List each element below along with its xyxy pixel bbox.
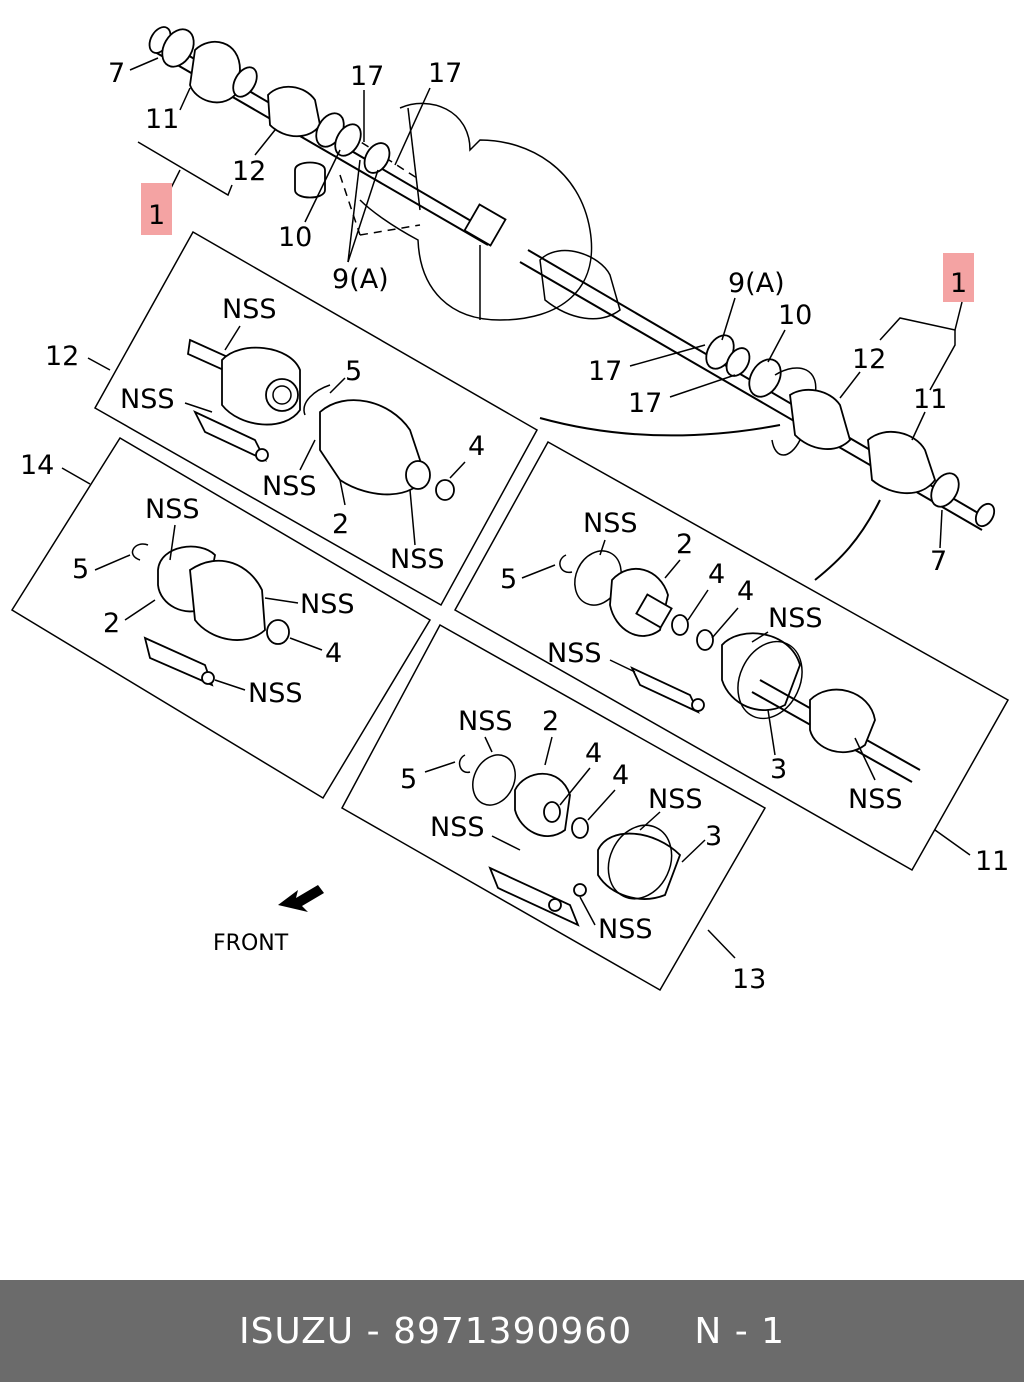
- front-arrow-icon: [278, 885, 324, 912]
- callout-2-box11: 2: [676, 529, 693, 560]
- footer-part-number: 8971390960: [393, 1310, 633, 1352]
- nss-bolt-box14: NSS: [248, 678, 302, 709]
- nss-top-box14: NSS: [145, 494, 199, 525]
- callout-12-box: 12: [45, 341, 79, 372]
- nss-boot-box13: NSS: [648, 784, 702, 815]
- callout-4-box12: 4: [468, 431, 485, 462]
- callout-9a-right: 9(A): [728, 268, 785, 299]
- callout-17-d: 17: [628, 388, 662, 419]
- callout-5-box12: 5: [345, 356, 362, 387]
- callout-13-box: 13: [732, 964, 766, 995]
- callout-3-box13: 3: [705, 821, 722, 852]
- callout-11-right: 11: [913, 384, 947, 415]
- callout-3-box11: 3: [770, 754, 787, 785]
- callout-17-c: 17: [588, 356, 622, 387]
- callout-4-box14: 4: [325, 638, 342, 669]
- differential-housing: [339, 102, 593, 321]
- callout-11-left: 11: [145, 104, 179, 135]
- kit-box-14: 14 NSS 5 NSS 2 4 NSS: [10, 436, 432, 800]
- nss-grease-label: NSS: [120, 384, 174, 415]
- callout-10-right: 10: [778, 300, 812, 331]
- front-label: FRONT: [213, 931, 289, 956]
- nss-bolt-box13: NSS: [598, 914, 652, 945]
- callout-2-box14: 2: [103, 608, 120, 639]
- kit-box-11: 11 NSS 5 2 4 4 NSS NSS 3 NSS: [453, 440, 1009, 877]
- callout-7-top: 7: [108, 58, 125, 89]
- callout-5-box11: 5: [500, 564, 517, 595]
- nss-boot-box14: NSS: [300, 589, 354, 620]
- callout-5-box14: 5: [72, 554, 89, 585]
- callout-9a-left: 9(A): [332, 264, 389, 295]
- kit-box-12: 12 NSS NSS 5 NSS 2 4 NSS: [45, 230, 539, 607]
- callout-12-right: 12: [852, 344, 886, 375]
- callout-2-box12: 2: [332, 509, 349, 540]
- callout-17-a: 17: [350, 61, 384, 92]
- nss-grease-box11: NSS: [547, 638, 601, 669]
- nss-boot-label: NSS: [390, 544, 444, 575]
- right-drive-shaft: [519, 249, 996, 581]
- nss-shaft-label: NSS: [222, 294, 276, 325]
- callout-1-left: 1: [148, 200, 165, 231]
- callout-10-left: 10: [278, 222, 312, 253]
- parts-diagram: 7 11 12 1 17 17 10 9(A) 1 9(A) 10 12 11 …: [10, 26, 1009, 995]
- nss-bolt-label: NSS: [262, 471, 316, 502]
- nss-joint-box11: NSS: [768, 603, 822, 634]
- left-drive-shaft: [148, 26, 507, 247]
- callout-1-right: 1: [950, 268, 967, 299]
- nss-ring-box13: NSS: [458, 706, 512, 737]
- nss-bottom-box11: NSS: [848, 784, 902, 815]
- footer-brand: ISUZU: [238, 1310, 355, 1352]
- callout-5-box13: 5: [400, 764, 417, 795]
- callout-11-box: 11: [975, 846, 1009, 877]
- callout-12-left: 12: [232, 156, 266, 187]
- footer-ref: N - 1: [694, 1310, 786, 1352]
- callout-4a-box13: 4: [585, 738, 602, 769]
- front-arrow: FRONT: [213, 885, 324, 956]
- callout-7-bottom: 7: [930, 546, 947, 577]
- callout-4b-box11: 4: [737, 576, 754, 607]
- callout-17-b: 17: [428, 58, 462, 89]
- callout-14-box: 14: [20, 450, 54, 481]
- kit-box-13: 13 NSS 5 2 4 4 NSS 3 NSS NSS: [340, 623, 766, 995]
- highlight-box-left: [141, 183, 172, 235]
- callout-4a-box11: 4: [708, 559, 725, 590]
- nss-ring-box11: NSS: [583, 508, 637, 539]
- callout-2-box13: 2: [542, 706, 559, 737]
- footer-separator: -: [366, 1310, 381, 1352]
- highlight-box-right: [943, 253, 974, 302]
- nss-grease-box13: NSS: [430, 812, 484, 843]
- callout-4b-box13: 4: [612, 760, 629, 791]
- footer-bar: ISUZU - 8971390960 N - 1: [0, 1280, 1024, 1382]
